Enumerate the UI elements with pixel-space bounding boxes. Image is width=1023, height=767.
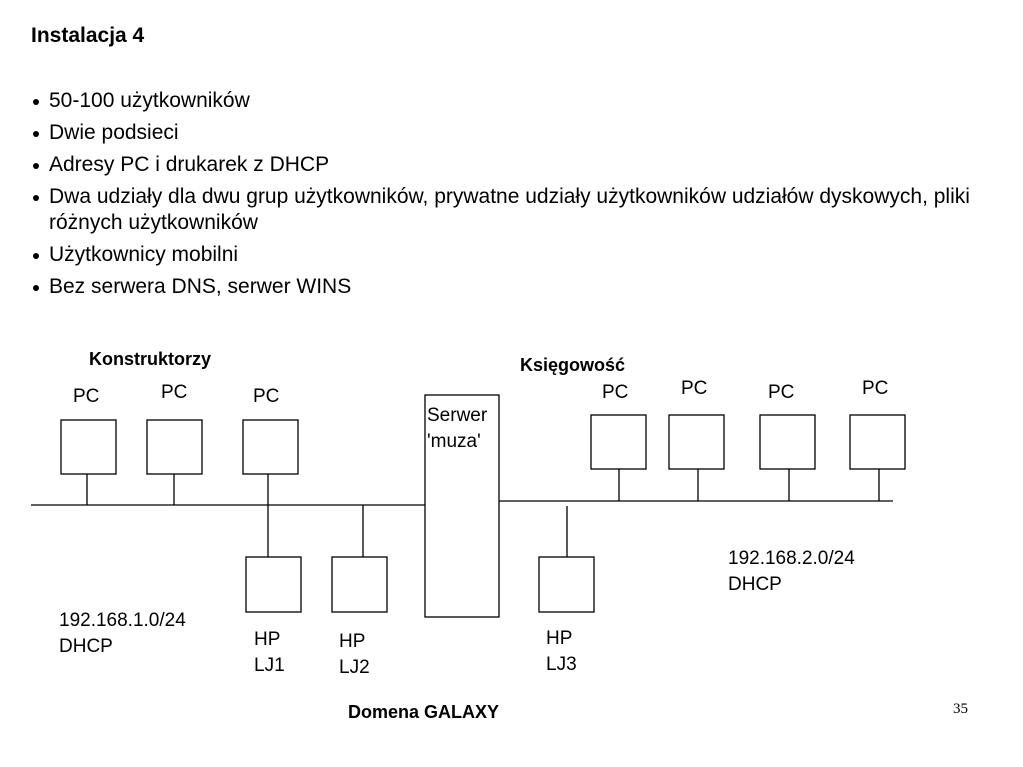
group-label-ksiegowosc: Księgowość [520,355,626,375]
printer-label-lj3-line1: HP [546,628,573,649]
printer-label-lj3-line2: LJ3 [546,654,577,675]
pc-box [759,414,816,470]
pc-box [146,419,203,475]
subnet-right-network: 192.168.2.0/24 [728,548,855,569]
bullet-dot-icon [33,195,39,201]
bullet-dot-icon [33,163,39,169]
bullet-item: Użytkownicy mobilni [33,242,1008,268]
pc-box [849,414,906,470]
bullet-item: Adresy PC i drukarek z DHCP [33,152,1008,178]
printer-box [245,556,302,613]
subnet-left-mode: DHCP [59,636,113,657]
pc-label: PC [161,382,188,403]
group-label-konstruktorzy: Konstruktorzy [89,349,212,369]
server-box [424,394,500,618]
bullet-item: 50-100 użytkowników [33,88,1008,114]
bullet-dot-icon [33,99,39,105]
page-number: 35 [953,701,968,717]
subnet-left-network: 192.168.1.0/24 [59,610,186,631]
subnet-right-mode: DHCP [728,574,782,595]
printer-label-lj1-line1: HP [254,629,281,650]
pc-label: PC [862,378,889,399]
pc-box [60,419,117,475]
pc-box [590,414,647,470]
pc-label: PC [602,382,629,403]
bullet-dot-icon [33,131,39,137]
bullet-dot-icon [33,253,39,259]
pc-box [242,419,299,475]
printer-box [331,556,388,613]
server-label-name: Serwer [427,405,488,426]
bullet-list: 50-100 użytkowników Dwie podsieci Adresy… [33,88,1008,306]
bullet-item: Dwie podsieci [33,120,1008,146]
printer-label-lj2-line1: HP [339,631,366,652]
bullet-item: Bez serwera DNS, serwer WINS [33,274,1008,300]
pc-box [668,414,725,470]
bullet-dot-icon [33,285,39,291]
domain-label: Domena GALAXY [348,702,500,722]
server-label-host: 'muza' [427,431,481,452]
printer-label-lj2-line2: LJ2 [339,657,370,678]
pc-label: PC [768,382,795,403]
printer-label-lj1-line2: LJ1 [254,655,285,676]
printer-box [538,556,595,613]
pc-label: PC [681,378,708,399]
pc-label: PC [73,386,100,407]
pc-label: PC [253,386,280,407]
bullet-item: Dwa udziały dla dwu grup użytkowników, p… [33,184,1008,236]
slide-title: Instalacja 4 [31,24,145,47]
